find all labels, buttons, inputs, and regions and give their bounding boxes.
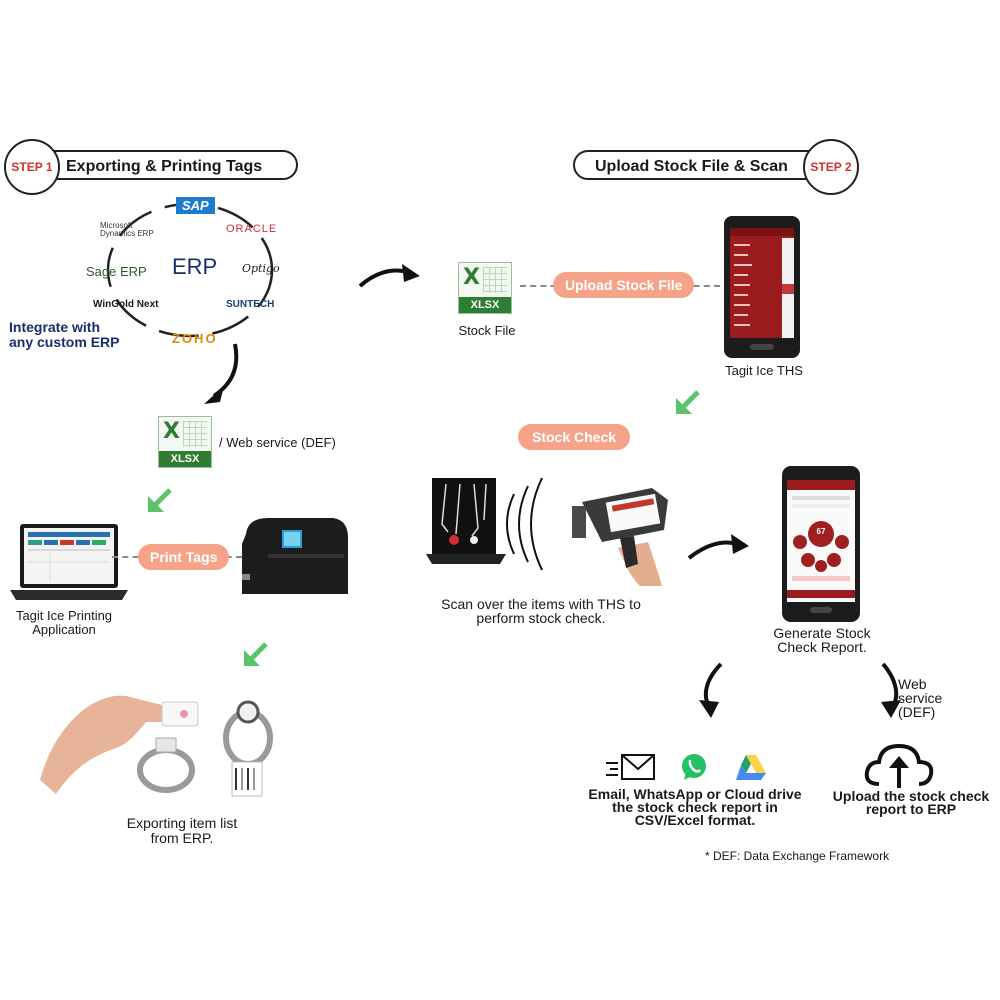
step1-title-pill: Exporting & Printing Tags	[30, 150, 298, 180]
ths-phone-icon	[724, 216, 800, 358]
arrow-step1-to-step2	[358, 264, 420, 288]
generate-report-caption: Generate Stock Check Report.	[773, 625, 871, 655]
microsoft-dynamics-logo: Microsoft Dynamics ERP	[100, 221, 154, 238]
print-tags-pill: Print Tags	[138, 544, 230, 570]
whatsapp-icon	[682, 754, 706, 780]
tagged-jewellery-image	[40, 695, 273, 797]
report-screen-value: 67	[816, 527, 826, 536]
laptop-icon	[10, 524, 128, 600]
zoho-logo: ZOHO	[172, 331, 218, 346]
arrow-erp-to-xlsx	[204, 343, 239, 404]
scan-waves-icon	[506, 477, 543, 571]
xlsx-label-stock: XLSX	[459, 297, 511, 313]
green-arrow-1	[148, 488, 172, 512]
sage-erp-logo: Sage ERP	[86, 264, 147, 279]
step2-title: Upload Stock File & Scan	[595, 158, 788, 175]
jewellery-stand-image	[426, 478, 506, 564]
mail-icon	[606, 754, 655, 780]
step2-title-pill: Upload Stock File & Scan	[573, 150, 838, 180]
exporting-caption: Exporting item list from ERP.	[126, 815, 238, 846]
arrow-scanner-to-report	[687, 534, 749, 560]
cloud-upload-icon	[864, 743, 934, 788]
google-drive-icon	[736, 755, 766, 780]
step2-badge: STEP 2	[803, 139, 859, 195]
scan-caption: Scan over the items with THS to perform …	[441, 596, 641, 626]
web-service-erp-label: Web service (DEF)	[898, 676, 943, 720]
green-arrow-3	[676, 390, 700, 414]
stock-file-caption: Stock File	[458, 323, 516, 338]
web-service-def-label: / Web service (DEF)	[219, 435, 336, 450]
xlsx-label-left: XLSX	[159, 451, 211, 467]
upload-erp-caption: Upload the stock check report to ERP	[832, 788, 990, 817]
def-footnote: * DEF: Data Exchange Framework	[705, 849, 890, 863]
rfid-handheld-scanner	[572, 488, 668, 586]
upload-stock-file-pill: Upload Stock File	[553, 272, 695, 298]
report-phone-icon	[782, 466, 860, 622]
share-options-caption: Email, WhatsApp or Cloud drive the stock…	[588, 786, 802, 828]
tagit-ths-caption: Tagit Ice THS	[725, 363, 803, 378]
optigo-logo: Optigo	[242, 262, 280, 275]
sap-logo: SAP	[176, 197, 215, 214]
oracle-logo: ORACLE	[226, 223, 278, 235]
step1-badge: STEP 1	[4, 139, 60, 195]
integrate-custom-erp: Integrate with any custom ERP	[9, 319, 120, 350]
suntech-logo: SUNTECH	[226, 299, 275, 310]
printing-app-caption: Tagit Ice Printing Application	[15, 608, 113, 637]
stock-check-pill: Stock Check	[518, 424, 631, 450]
arrow-report-to-erp	[881, 662, 901, 718]
xlsx-icon-stock: X XLSX	[458, 262, 512, 314]
green-arrow-2	[244, 642, 268, 666]
step1-title: Exporting & Printing Tags	[66, 158, 263, 175]
label-printer-icon	[242, 518, 348, 594]
wingold-logo: WinGold Next	[93, 299, 159, 310]
arrow-report-to-share	[699, 662, 723, 718]
erp-center-label: ERP	[172, 254, 218, 279]
xlsx-icon-left: X XLSX	[158, 416, 212, 468]
